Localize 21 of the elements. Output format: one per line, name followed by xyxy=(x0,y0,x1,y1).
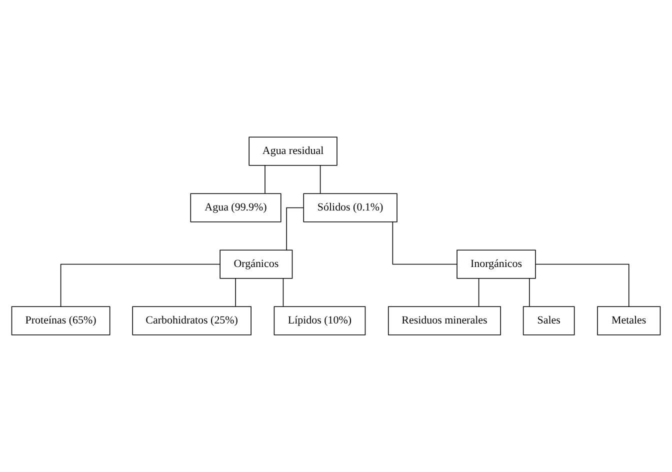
connector xyxy=(392,222,458,265)
node-box: Orgánicos xyxy=(220,250,293,279)
connector xyxy=(235,278,236,307)
node-box: Carbohidratos (25%) xyxy=(132,306,252,336)
node-box: Inorgánicos xyxy=(456,250,536,279)
connector xyxy=(282,278,284,307)
node-box: Sales xyxy=(522,306,575,336)
connector xyxy=(286,207,304,250)
connector xyxy=(478,278,480,307)
connector xyxy=(529,278,530,307)
connector xyxy=(535,264,630,307)
node-box: Residuos minerales xyxy=(388,306,501,336)
connector xyxy=(320,165,321,194)
node-box: Agua residual xyxy=(248,136,338,166)
connector xyxy=(264,165,266,194)
connector xyxy=(60,264,220,307)
node-box: Agua (99.9%) xyxy=(190,193,282,222)
node-box: Sólidos (0.1%) xyxy=(303,193,398,222)
node-box: Proteínas (65%) xyxy=(11,306,110,336)
node-box: Lípidos (10%) xyxy=(274,306,366,336)
node-box: Metales xyxy=(597,306,661,336)
